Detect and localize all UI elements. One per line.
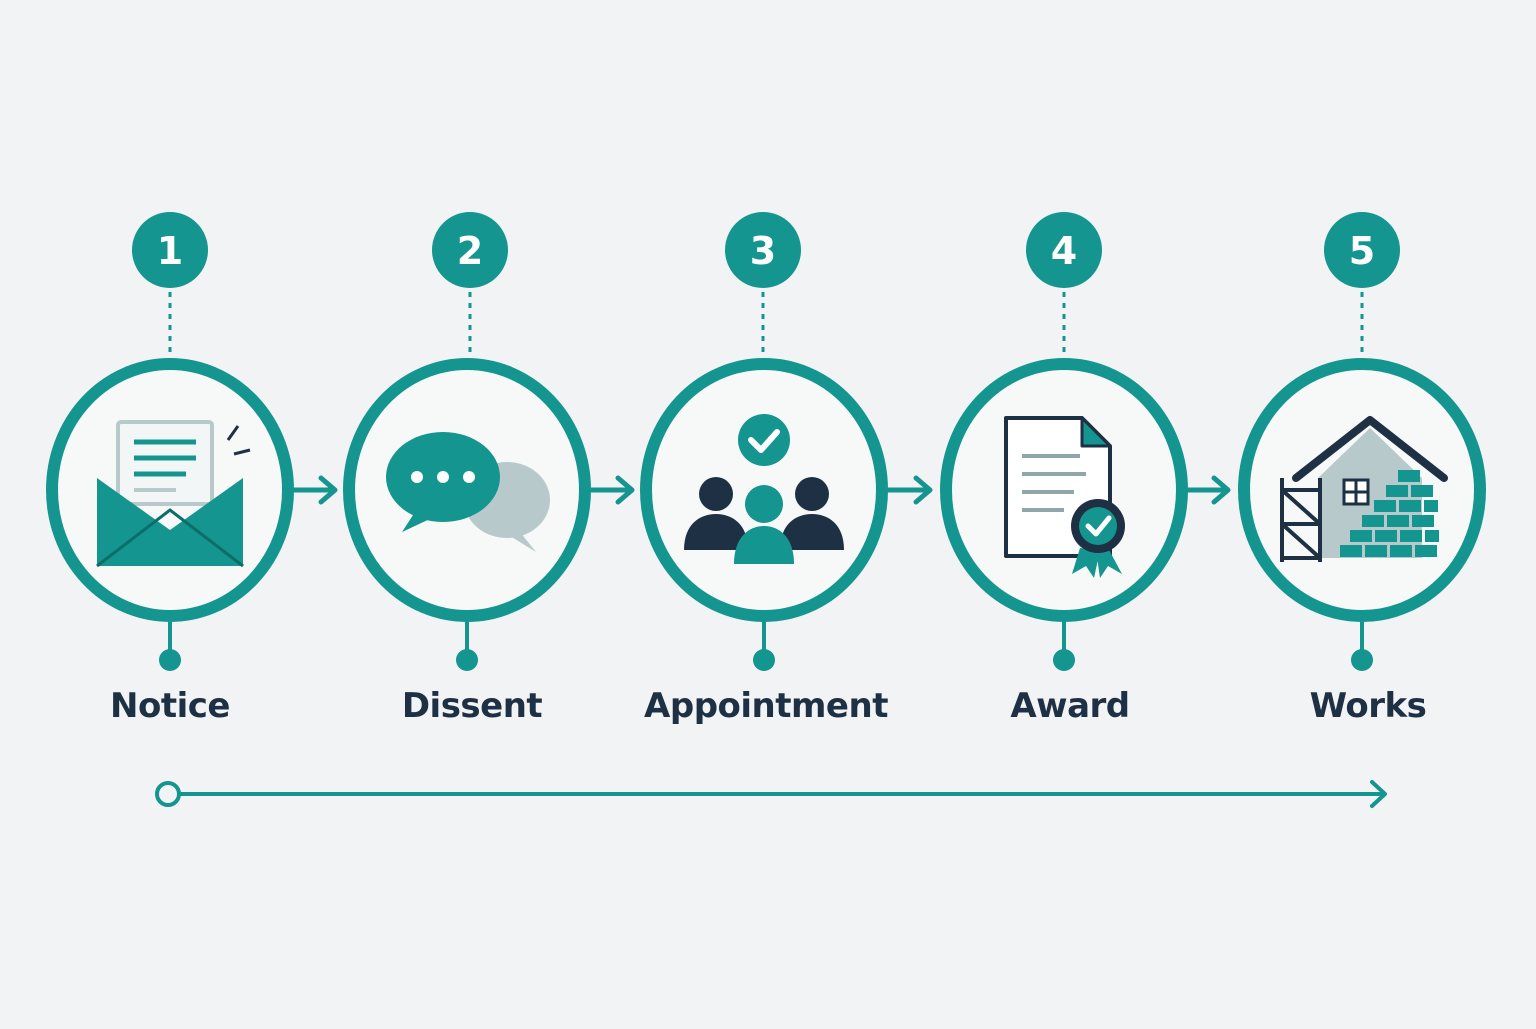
house-construction-icon — [1280, 416, 1448, 562]
step-number: 3 — [750, 229, 776, 273]
connector-arrow-4-5 — [1185, 475, 1231, 505]
step-4: 4 — [940, 212, 1188, 671]
step-label-dissent: Dissent — [401, 686, 543, 726]
step-1: 1 — [46, 212, 294, 671]
stem-dot — [753, 649, 775, 671]
stem-dot — [456, 649, 478, 671]
team-check-icon — [684, 414, 844, 564]
stem-dot — [159, 649, 181, 671]
step-number-badge — [132, 212, 208, 288]
step-number-badge — [1026, 212, 1102, 288]
step-number: 2 — [457, 229, 483, 273]
step-number-badge — [725, 212, 801, 288]
step-5: 5 — [1238, 212, 1486, 671]
connector-arrow-1-2 — [290, 475, 338, 505]
step-2: 2 — [343, 212, 591, 671]
speech-bubbles-icon — [386, 432, 550, 552]
step-label-works: Works — [1309, 686, 1427, 726]
step-number: 4 — [1051, 229, 1077, 273]
stem-dot — [1053, 649, 1075, 671]
step-number-badge — [1324, 212, 1400, 288]
stem-dot — [1351, 649, 1373, 671]
certificate-document-icon — [1004, 416, 1125, 578]
step-label-appointment: Appointment — [644, 686, 888, 726]
connector-arrow-3-4 — [885, 475, 933, 505]
step-label-notice: Notice — [110, 686, 230, 726]
step-3: 3 — [640, 212, 888, 671]
step-number-badge — [432, 212, 508, 288]
timeline-arrow-icon — [155, 780, 1387, 808]
step-label-award: Award — [1010, 686, 1130, 726]
connector-arrow-2-3 — [589, 475, 635, 505]
step-number: 1 — [157, 229, 183, 273]
envelope-letter-icon — [96, 420, 251, 568]
step-number: 5 — [1349, 229, 1375, 273]
